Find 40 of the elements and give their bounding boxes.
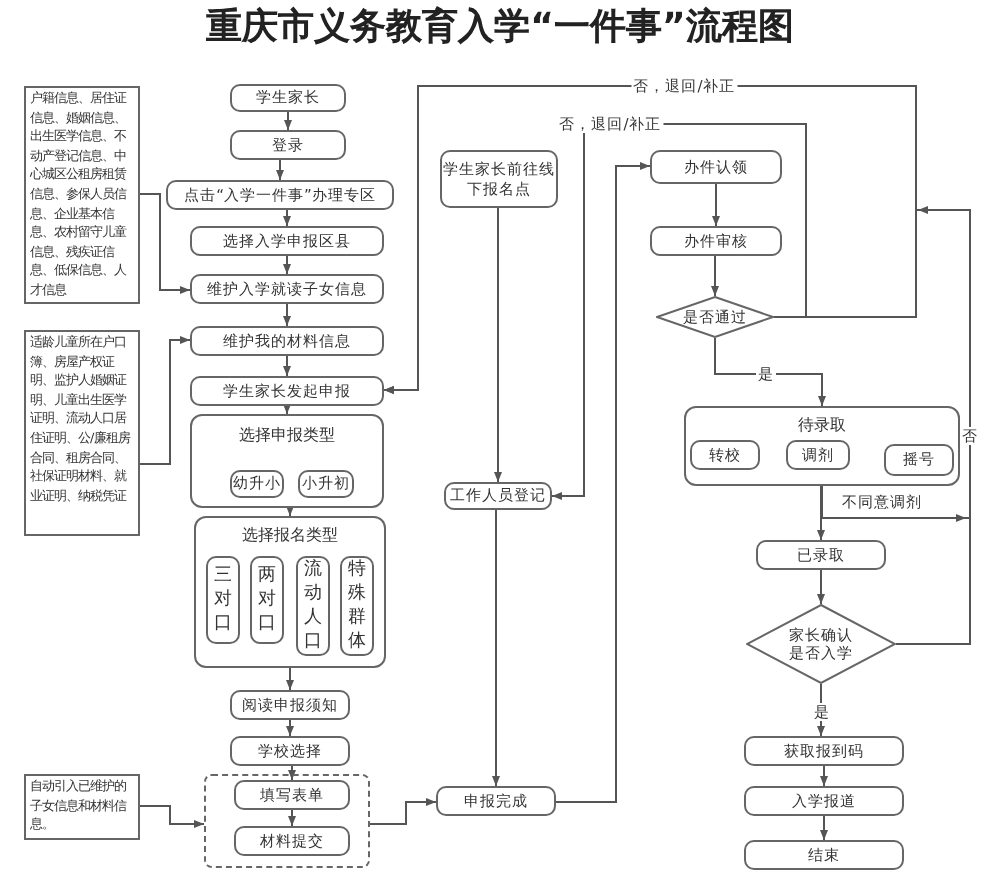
group-box bbox=[194, 516, 386, 668]
arrow bbox=[712, 183, 720, 227]
arrow bbox=[817, 569, 825, 605]
arrow bbox=[714, 337, 826, 407]
arrow bbox=[283, 303, 291, 327]
arrow bbox=[369, 798, 437, 825]
arrow bbox=[820, 765, 828, 787]
group-box bbox=[190, 414, 384, 508]
arrow bbox=[139, 193, 191, 294]
group-box bbox=[684, 406, 960, 486]
arrow bbox=[139, 805, 205, 828]
arrow bbox=[286, 506, 294, 517]
process-box: 特殊群体 bbox=[340, 556, 374, 656]
arrow bbox=[711, 255, 719, 297]
arrow bbox=[555, 162, 651, 803]
group-title: 待录取 bbox=[798, 416, 846, 436]
arrow bbox=[284, 111, 292, 131]
arrow bbox=[288, 809, 296, 827]
arrow bbox=[820, 815, 828, 841]
arrow bbox=[288, 765, 296, 781]
title: 重庆市义务教育入学“一件事”流程图 bbox=[206, 6, 794, 50]
arrow bbox=[283, 355, 291, 377]
group-title: 选择报名类型 bbox=[242, 526, 338, 546]
process-box: 三对口 bbox=[206, 556, 240, 644]
arrow bbox=[817, 485, 825, 541]
arrow bbox=[139, 336, 191, 465]
arrow bbox=[492, 509, 500, 787]
arrow bbox=[286, 719, 294, 737]
arrow bbox=[383, 85, 971, 645]
arrow bbox=[283, 209, 291, 227]
arrow bbox=[283, 255, 291, 275]
group-box bbox=[204, 774, 370, 868]
arrow bbox=[286, 667, 294, 691]
arrow bbox=[494, 207, 502, 483]
process-box: 两对口 bbox=[250, 556, 284, 644]
process-box: 流动人口 bbox=[296, 556, 330, 656]
arrow bbox=[283, 404, 291, 415]
arrow bbox=[551, 123, 807, 500]
arrow bbox=[276, 159, 284, 181]
group-title: 选择申报类型 bbox=[239, 426, 335, 446]
